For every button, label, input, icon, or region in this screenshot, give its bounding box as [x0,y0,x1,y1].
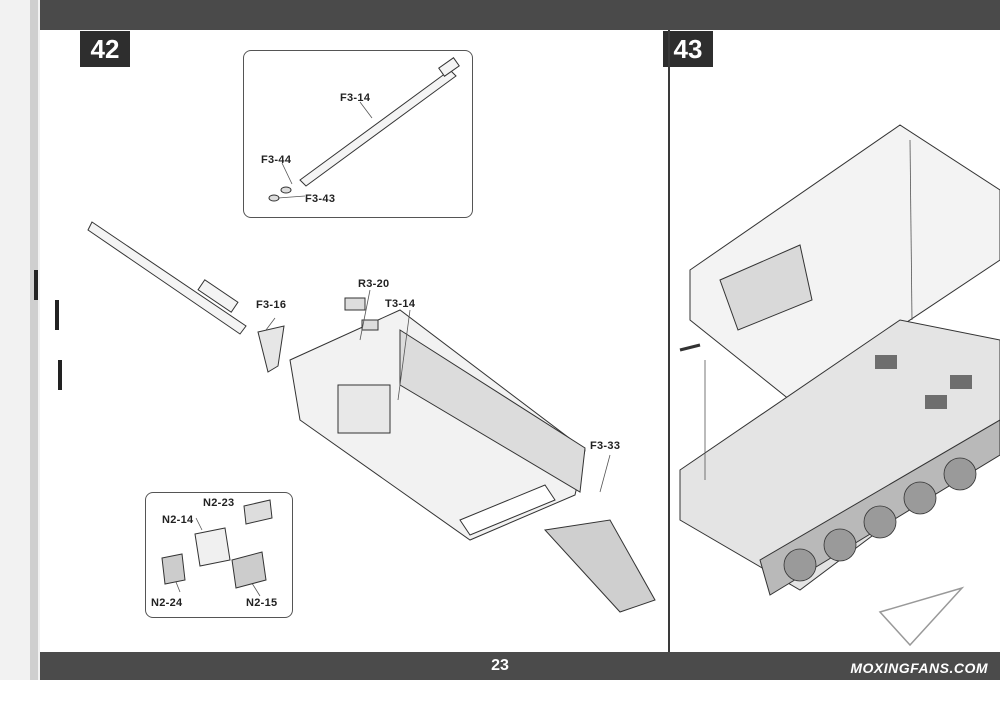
part-label: N2-14 [162,514,194,526]
page-divider [668,30,670,652]
top-header-bar [40,0,1000,30]
part-label: N2-23 [203,497,235,509]
part-label: F3-43 [305,193,336,205]
page-binding-edge [0,0,62,707]
part-label: N2-15 [246,597,278,609]
part-label: F3-44 [261,154,292,166]
part-label: F3-16 [256,299,287,311]
page-number: 23 [491,657,509,674]
watermark-text: MOXINGFANS.COM [850,660,988,676]
part-label: T3-14 [385,298,416,310]
part-label: F3-14 [340,92,371,104]
part-label: F3-33 [590,440,621,452]
step-number-43: 43 [663,31,713,67]
part-label: N2-24 [151,597,183,609]
part-label: R3-20 [358,278,390,290]
page-bottom-margin [0,680,1000,707]
step-number-42: 42 [80,31,130,67]
bottom-footer-bar [40,652,1000,680]
